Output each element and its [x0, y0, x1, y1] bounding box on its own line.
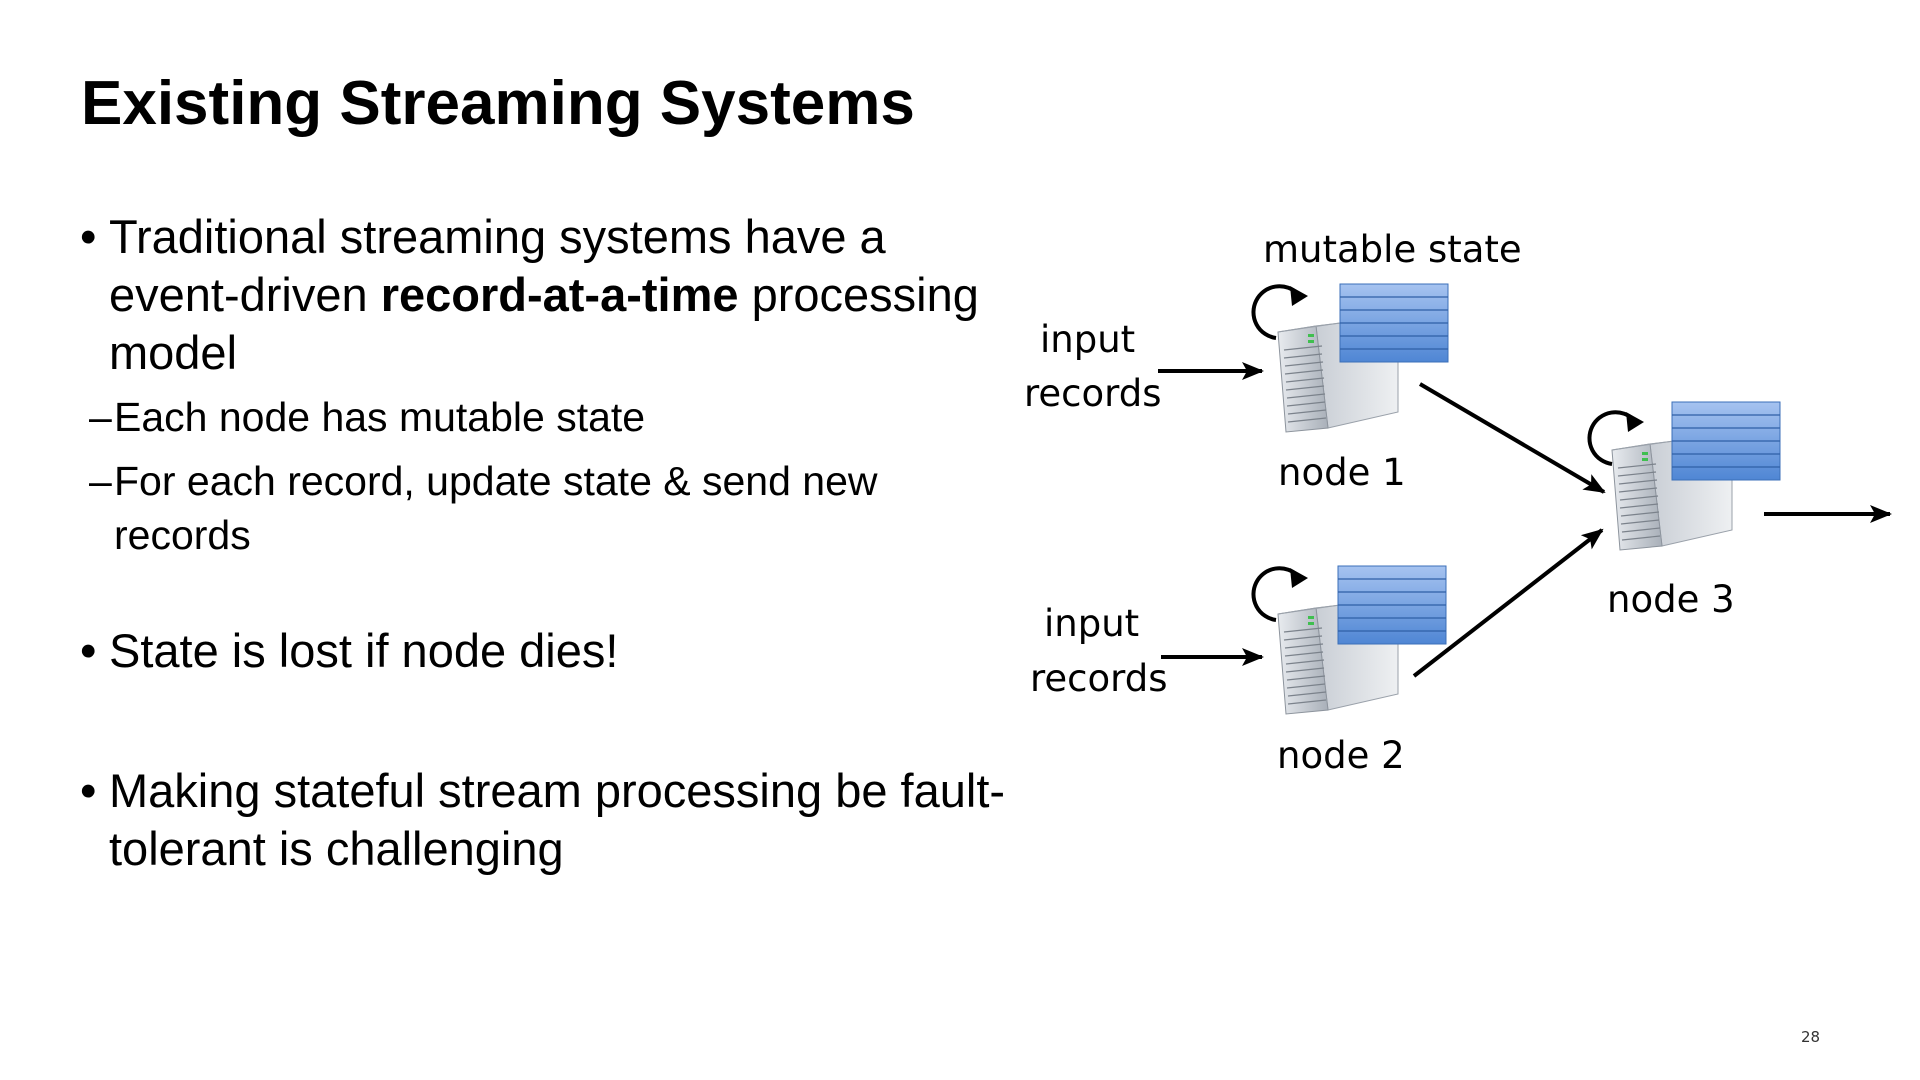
node-2-label: node 2 [1277, 734, 1405, 777]
node-3 [1587, 401, 1781, 551]
input-records-label: input [1044, 602, 1139, 645]
bullet-line: tolerant is challenging [109, 822, 564, 875]
sub-bullet-text: Each node has mutable state [114, 394, 646, 440]
sub-bullet: – Each node has mutable state [51, 390, 1060, 444]
bullet-text: event-driven [109, 268, 381, 321]
input-records-label: records [1030, 657, 1167, 700]
bullet-line: model [109, 326, 238, 379]
bullet-item: • State is lost if node dies! [80, 622, 1060, 680]
bullet-dot: • [80, 624, 97, 677]
bullet-item: • Making stateful stream processing be f… [80, 762, 1060, 878]
slide-title: Existing Streaming Systems [81, 69, 915, 138]
bullet-list: • Traditional streaming systems have a e… [80, 208, 1060, 878]
input-records-label: records [1024, 372, 1161, 415]
input-records-label: input [1040, 318, 1135, 361]
node-1-label: node 1 [1278, 451, 1406, 494]
sub-bullet: – For each record, update state & send n… [51, 454, 1060, 562]
bullet-dot: • [80, 764, 97, 817]
arrow-icon [1412, 528, 1604, 678]
state-stack-icon [1671, 401, 1781, 481]
mutable-state-label: mutable state [1263, 228, 1522, 271]
bullet-line: Traditional streaming systems have a [109, 210, 886, 263]
bullet-item: • Traditional streaming systems have a e… [80, 208, 1060, 382]
node-2 [1251, 565, 1447, 715]
bullet-dot: • [80, 210, 97, 263]
dash-glyph: – [89, 394, 112, 440]
page-number: 28 [1801, 1028, 1821, 1046]
sub-bullet-text: For each record, update state & send new [114, 458, 878, 504]
bullet-line: State is lost if node dies! [109, 624, 619, 677]
state-stack-icon [1339, 283, 1449, 363]
arrow-icon [1418, 382, 1606, 494]
node-3-label: node 3 [1607, 578, 1735, 621]
node-1 [1251, 283, 1449, 433]
dash-glyph: – [89, 458, 112, 504]
bullet-text: processing [738, 268, 979, 321]
sub-bullet-text: records [114, 512, 251, 558]
bullet-line: event-driven record-at-a-time processing [109, 266, 1060, 324]
bold-text: record-at-a-time [380, 268, 739, 321]
bullet-line: Making stateful stream processing be fau… [109, 764, 1006, 817]
state-stack-icon [1337, 565, 1447, 645]
